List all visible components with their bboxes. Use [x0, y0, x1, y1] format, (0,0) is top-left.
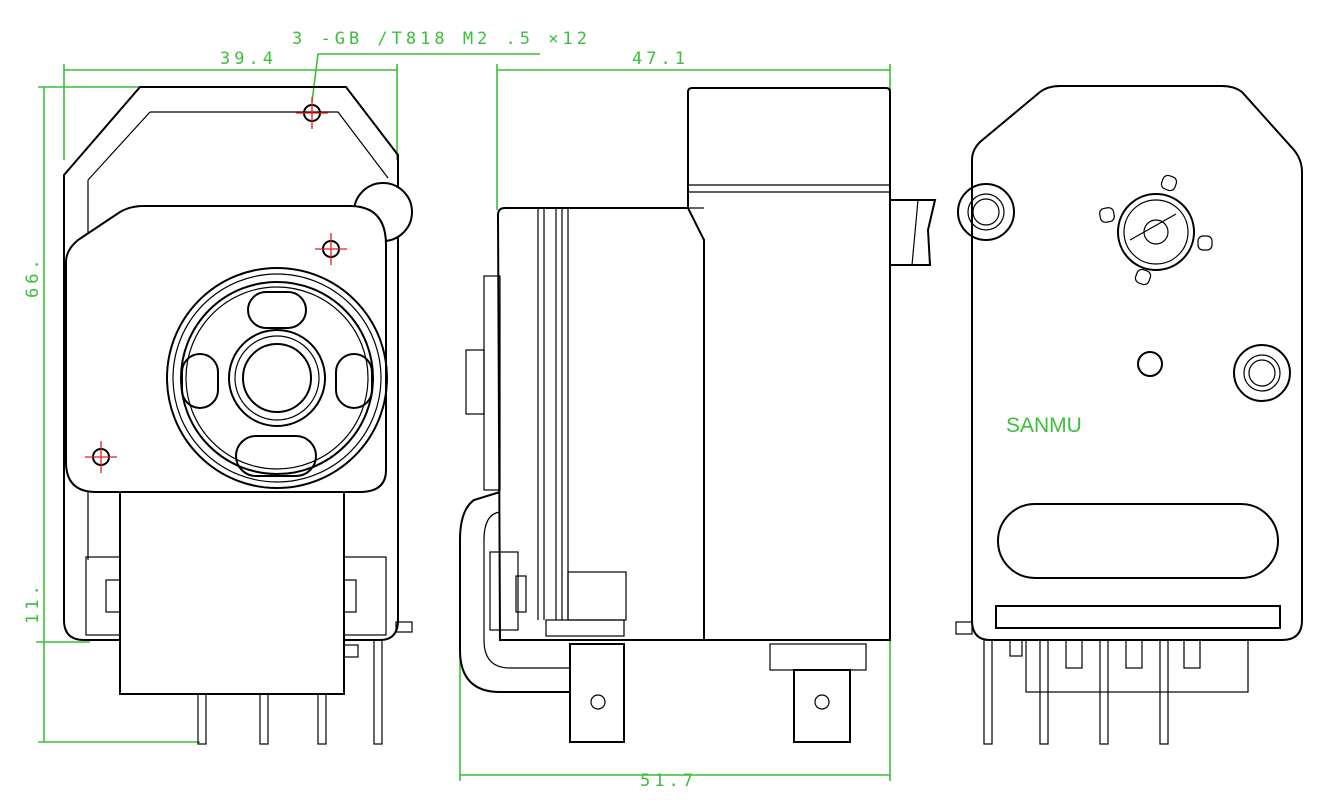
screw-center-mark	[296, 97, 328, 129]
front-height-label: 66.	[23, 255, 43, 298]
back-view: SANMU	[955, 85, 1303, 745]
front-view	[63, 86, 413, 745]
dimension-labels: 3 -GB /T818 M2 .5 ×12 39.4 47.1 66. 11. …	[23, 29, 697, 791]
dimension-lines	[36, 53, 891, 781]
screw-center-mark	[315, 233, 347, 265]
screw-center-mark	[85, 441, 117, 473]
front-width-label: 39.4	[220, 49, 277, 69]
front-offset-label: 11.	[23, 581, 43, 624]
side-view	[459, 87, 937, 743]
side-total-label: 51.7	[640, 771, 697, 791]
screw-spec-label: 3 -GB /T818 M2 .5 ×12	[292, 29, 591, 49]
side-depth-label: 47.1	[632, 49, 689, 69]
brand-label: SANMU	[1006, 414, 1082, 437]
